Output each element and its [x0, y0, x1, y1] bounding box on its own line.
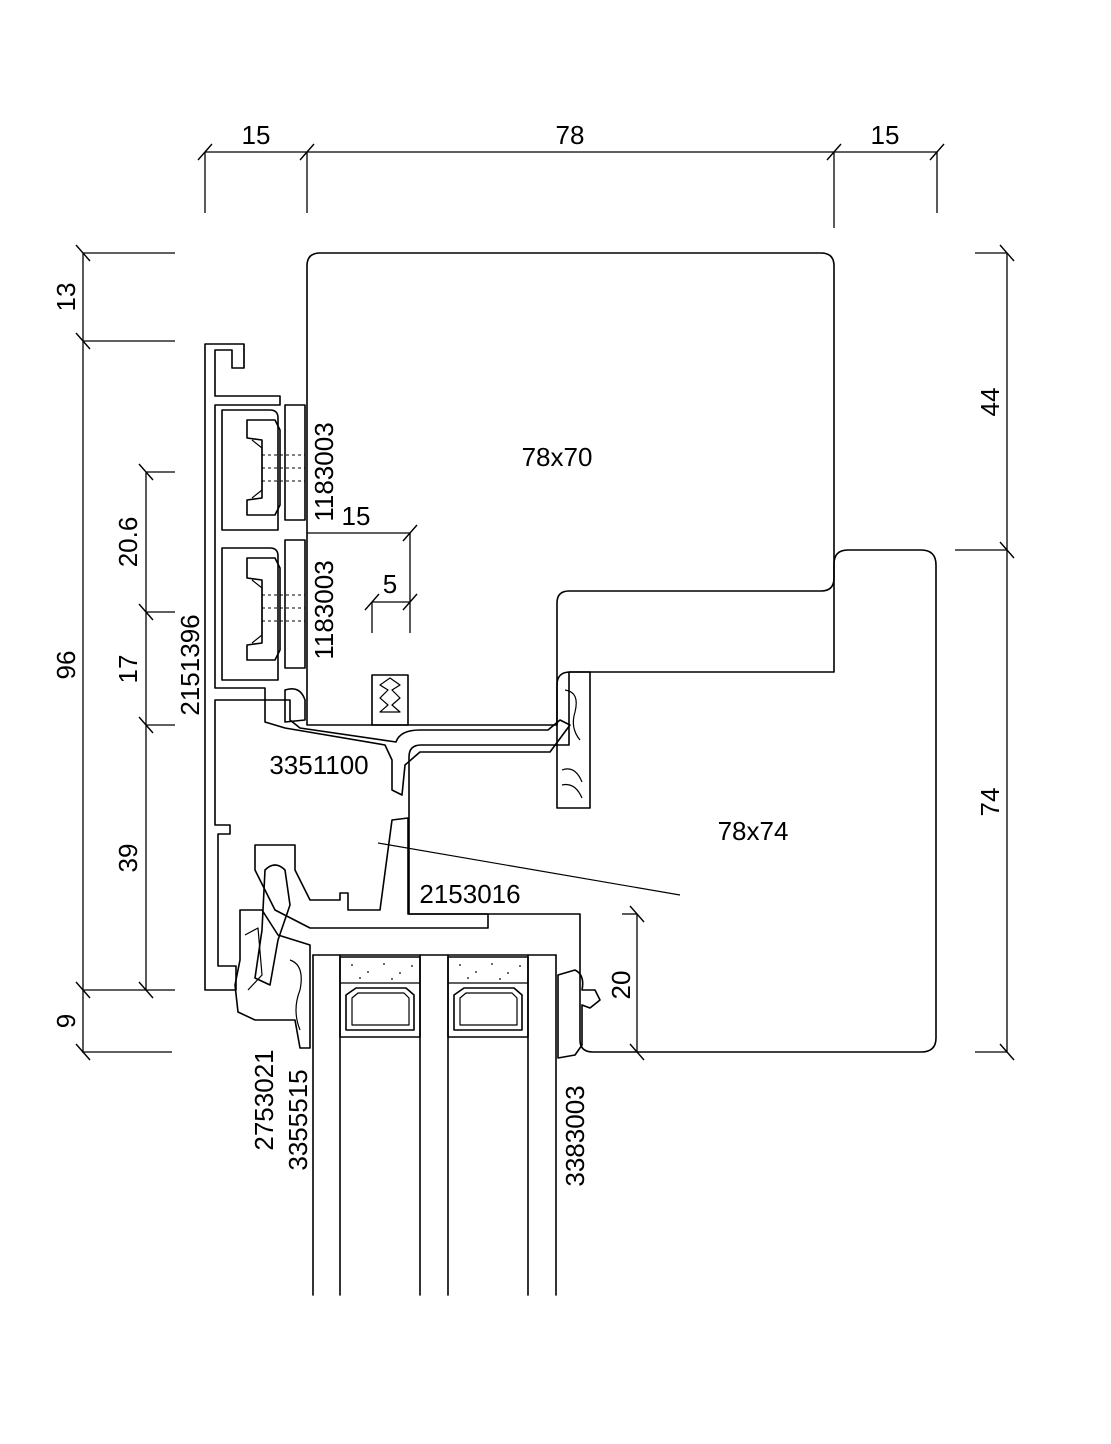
label-clip-upper: 1183003: [309, 422, 339, 521]
rebate-seal: [556, 671, 591, 809]
glazing-bead: [234, 909, 311, 1049]
sash-gasket: [264, 674, 571, 796]
frame-timber: [408, 549, 937, 1053]
label-glazing-bead: 2753021: [249, 1049, 279, 1150]
label-inner-gasket: 3383003: [560, 1085, 590, 1186]
label-drip-profile: 2153016: [419, 879, 520, 909]
inner-gasket: [557, 969, 601, 1059]
dim-inner-a: 20.6: [113, 517, 143, 568]
clip-upper: [246, 404, 306, 521]
inner-dimensions: [138, 463, 175, 999]
dim-top-middle: 78: [556, 120, 585, 150]
glass-unit: [312, 954, 557, 1296]
dim-gap-15: 15: [342, 501, 371, 531]
label-glazing-gasket: 3355515: [283, 1069, 313, 1170]
dim-inner-b: 17: [113, 655, 143, 684]
dim-glass-20: 20: [606, 971, 636, 1000]
top-dimensions: [197, 143, 945, 228]
dim-inner-c: 39: [113, 844, 143, 873]
desiccant-dots: [351, 963, 521, 980]
dim-top-left: 15: [242, 120, 271, 150]
clip-lower: [246, 539, 306, 669]
cover-profile: [204, 343, 281, 991]
drip-profile: [254, 817, 681, 986]
label-cover-profile: 2151396: [175, 614, 205, 715]
sash-timber: [306, 252, 835, 726]
right-dimensions: [955, 244, 1015, 1061]
dim-gap-5: 5: [383, 569, 397, 599]
dim-left-overall: 96: [51, 651, 81, 680]
small-dimensions: [307, 524, 418, 633]
label-sash-timber: 78x70: [522, 442, 593, 472]
dim-right-bottom: 74: [975, 788, 1005, 817]
left-dimensions: [75, 244, 175, 1061]
dim-top-right: 15: [871, 120, 900, 150]
label-sash-gasket: 3351100: [269, 750, 368, 780]
dim-left-top: 13: [51, 283, 81, 312]
label-clip-lower: 1183003: [309, 560, 339, 659]
dim-left-bottom: 9: [51, 1014, 81, 1028]
dim-right-top: 44: [975, 388, 1005, 417]
label-frame-timber: 78x74: [718, 816, 789, 846]
